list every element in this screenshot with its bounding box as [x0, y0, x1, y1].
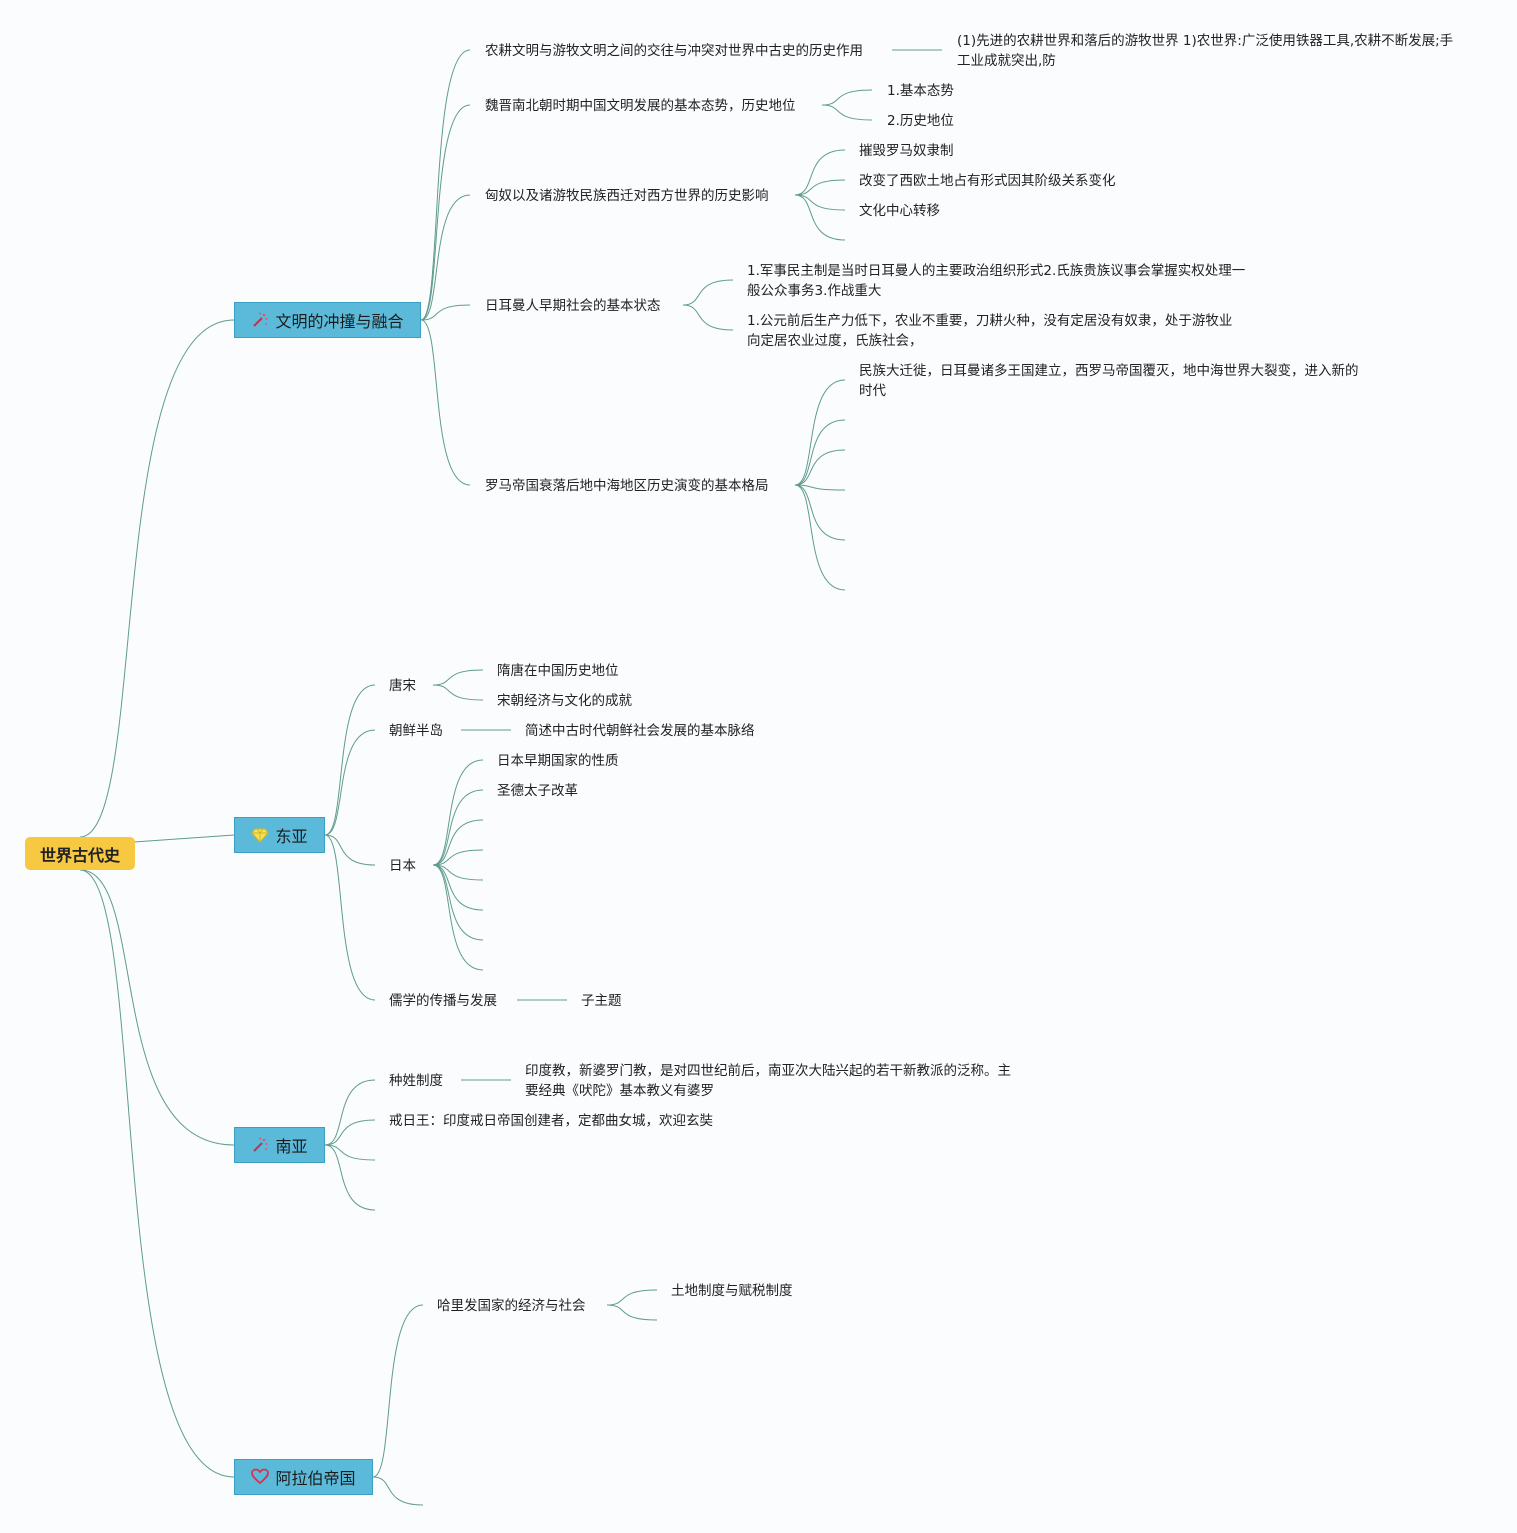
- connector-line: [794, 419, 846, 486]
- connector-line: [432, 864, 484, 911]
- connector-line: [324, 729, 376, 836]
- subtopic-tang-song[interactable]: 唐宋: [389, 678, 416, 694]
- subtopic-japan[interactable]: 日本: [389, 858, 416, 874]
- connector-line: [821, 89, 873, 106]
- connector-line: [420, 194, 471, 321]
- diamond-icon: [251, 826, 270, 844]
- connector-line: [420, 319, 471, 486]
- leaf-topic[interactable]: 子主题: [581, 993, 622, 1009]
- connector-line: [682, 279, 734, 306]
- connector-line: [420, 49, 471, 321]
- branch-civilization-clash[interactable]: 文明的冲撞与融合: [234, 302, 421, 338]
- subtopic-mediterranean[interactable]: 罗马帝国衰落后地中海地区历史演变的基本格局: [485, 478, 769, 494]
- connector-line: [432, 864, 484, 971]
- root-topic[interactable]: 世界古代史: [25, 837, 135, 870]
- subtopic-wei-jin[interactable]: 魏晋南北朝时期中国文明发展的基本态势，历史地位: [485, 98, 796, 114]
- connector-line: [606, 1304, 658, 1321]
- connector-line: [794, 484, 846, 491]
- connector-line: [372, 1476, 424, 1506]
- subtopic-korea[interactable]: 朝鲜半岛: [389, 723, 443, 739]
- subtopic-harsha[interactable]: 戒日王：印度戒日帝国创建者，定都曲女城，欢迎玄奘: [389, 1113, 713, 1129]
- leaf-topic[interactable]: 改变了西欧土地占有形式因其阶级关系变化: [859, 173, 1116, 189]
- subtopic-caste[interactable]: 种姓制度: [389, 1073, 443, 1089]
- leaf-topic[interactable]: 民族大迁徙，日耳曼诸多王国建立，西罗马帝国覆灭，地中海世界大裂变，进入新的时代: [859, 363, 1359, 399]
- branch-south-asia[interactable]: 南亚: [234, 1127, 325, 1163]
- leaf-topic[interactable]: (1)先进的农耕世界和落后的游牧世界 1)农世界:广泛使用铁器工具,农耕不断发展…: [957, 33, 1454, 69]
- connector-line: [432, 759, 484, 866]
- connector-line: [682, 304, 734, 331]
- leaf-topic[interactable]: 简述中古时代朝鲜社会发展的基本脉络: [525, 723, 755, 739]
- connector-line: [324, 1079, 376, 1146]
- connector-line: [324, 684, 376, 836]
- root-connector: [79, 869, 235, 1146]
- connector-line: [794, 179, 846, 196]
- connector-line: [794, 484, 846, 541]
- leaf-topic[interactable]: 宋朝经济与文化的成就: [497, 693, 632, 709]
- connector-line: [606, 1289, 658, 1306]
- connector-line: [794, 449, 846, 486]
- subtopic-germanic-society[interactable]: 日耳曼人早期社会的基本状态: [485, 298, 661, 314]
- leaf-topic[interactable]: 印度教，新婆罗门教，是对四世纪前后，南亚次大陆兴起的若干新教派的泛称。主要经典《…: [525, 1063, 1011, 1099]
- branch-arab-empire[interactable]: 阿拉伯帝国: [234, 1459, 373, 1495]
- leaf-topic[interactable]: 1.军事民主制是当时日耳曼人的主要政治组织形式2.氏族贵族议事会掌握实权处理一般…: [747, 263, 1246, 299]
- connector-line: [324, 1144, 376, 1161]
- leaf-topic[interactable]: 2.历史地位: [887, 113, 954, 129]
- connector-line: [432, 789, 484, 866]
- connector-line: [432, 819, 484, 866]
- connector-line: [794, 379, 846, 486]
- leaf-topic[interactable]: 隋唐在中国历史地位: [497, 663, 619, 679]
- subtopic-xiongnu-migration[interactable]: 匈奴以及诸游牧民族西迁对西方世界的历史影响: [485, 188, 769, 204]
- root-connector: [133, 834, 235, 843]
- branch-label: 南亚: [275, 1137, 308, 1156]
- connector-line: [432, 864, 484, 941]
- connector-line: [324, 1144, 376, 1211]
- branch-label: 文明的冲撞与融合: [275, 312, 404, 331]
- connector-line: [420, 304, 471, 321]
- connector-line: [794, 149, 846, 196]
- connector-line: [324, 834, 376, 866]
- root-connector: [79, 319, 235, 838]
- connector-line: [821, 104, 873, 121]
- connector-line: [794, 484, 846, 591]
- connector-line: [324, 1119, 376, 1146]
- magic-wand-icon: [251, 311, 269, 329]
- connector-line: [432, 684, 484, 701]
- leaf-topic[interactable]: 圣德太子改革: [497, 783, 578, 799]
- connector-line: [372, 1304, 424, 1478]
- connector-line: [794, 194, 846, 241]
- branch-east-asia[interactable]: 东亚: [234, 817, 325, 853]
- magic-wand-icon: [251, 1136, 269, 1154]
- leaf-topic[interactable]: 摧毁罗马奴隶制: [859, 143, 954, 159]
- leaf-topic[interactable]: 土地制度与赋税制度: [671, 1283, 793, 1299]
- subtopic-caliphate[interactable]: 哈里发国家的经济与社会: [437, 1298, 586, 1314]
- connector-line: [432, 669, 484, 686]
- connector-line: [420, 104, 471, 321]
- leaf-topic[interactable]: 文化中心转移: [859, 203, 940, 219]
- branch-label: 阿拉伯帝国: [275, 1469, 356, 1488]
- connector-line: [432, 849, 484, 866]
- connector-line: [794, 194, 846, 211]
- root-connector: [79, 869, 235, 1478]
- heart-icon: [251, 1468, 270, 1486]
- branch-label: 东亚: [275, 827, 308, 846]
- leaf-topic[interactable]: 1.公元前后生产力低下，农业不重要，刀耕火种，没有定居没有奴隶，处于游牧业向定居…: [747, 313, 1233, 349]
- subtopic-farming-nomad[interactable]: 农耕文明与游牧文明之间的交往与冲突对世界中古史的历史作用: [485, 43, 863, 59]
- connector-line: [432, 864, 484, 881]
- subtopic-confucianism[interactable]: 儒学的传播与发展: [389, 993, 497, 1009]
- leaf-topic[interactable]: 日本早期国家的性质: [497, 753, 619, 769]
- connector-line: [324, 834, 376, 1001]
- leaf-topic[interactable]: 1.基本态势: [887, 83, 954, 99]
